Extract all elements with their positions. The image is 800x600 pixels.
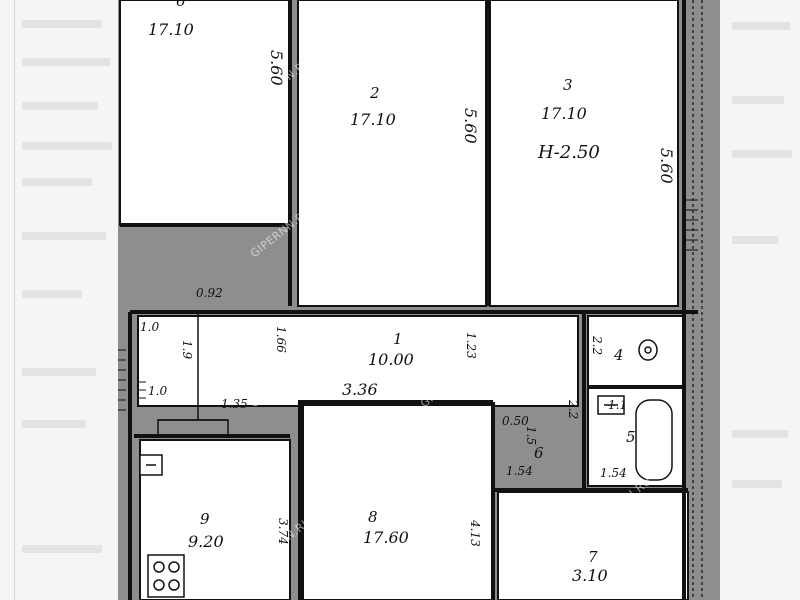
- faded-text: [22, 58, 110, 66]
- faded-text: [22, 232, 106, 240]
- room-7-fill: [497, 491, 689, 600]
- closet-dim-1-0-bottom: 1.0: [148, 384, 168, 398]
- room-4-dim: 2.2: [590, 336, 604, 356]
- floor-plan-walls: [118, 0, 703, 600]
- room-3-ceiling-height: H-2.50: [538, 142, 600, 163]
- room-3-length: 5.60: [657, 148, 676, 184]
- faded-text: [22, 290, 82, 298]
- faded-text: [732, 430, 788, 438]
- room-2-area: 17.10: [350, 110, 396, 129]
- faded-text: [22, 102, 98, 110]
- room-6-fill: [119, 0, 291, 226]
- corridor-width-label: 0.92: [196, 286, 223, 300]
- room-9-number: 9: [200, 510, 210, 528]
- faded-text: [732, 22, 790, 30]
- room-1-length: 3.36: [342, 380, 378, 399]
- corridor-1-fill: [137, 315, 579, 407]
- room-6-length: 5.60: [267, 50, 286, 86]
- room-8-width: 4.13: [468, 520, 482, 547]
- room-2-number: 2: [370, 84, 380, 102]
- faded-text: [732, 96, 784, 104]
- room-6b-dim: 1.5: [524, 426, 538, 446]
- corridor-dim-1-23: 1.23: [464, 332, 478, 359]
- room-6-number: 6: [176, 0, 186, 10]
- faded-text: [22, 420, 86, 428]
- room-5-area: 1.54: [600, 466, 627, 480]
- document-right-margin: [720, 0, 800, 600]
- room-6b-area: 1.54: [506, 464, 533, 478]
- corridor-dim-1-35: 1.35: [221, 397, 248, 411]
- room-3-area: 17.10: [541, 104, 587, 123]
- closet-dim-1-0-top: 1.0: [140, 320, 160, 334]
- room-8-area: 17.60: [363, 528, 409, 547]
- closet-dim-1-9: 1.9: [180, 340, 194, 360]
- faded-text: [22, 545, 102, 553]
- toilet-dim: 1.1: [608, 398, 628, 412]
- room-5-number: 5: [626, 428, 636, 446]
- room-9-area: 9.20: [188, 532, 224, 551]
- room-7-area: 3.10: [572, 566, 608, 585]
- room-2-fill: [297, 0, 487, 307]
- room-3-number: 3: [563, 76, 573, 94]
- room-1-area: 10.00: [368, 350, 414, 369]
- room-4-fill: [587, 315, 685, 387]
- faded-rule: [14, 0, 15, 600]
- room-8-number: 8: [368, 508, 378, 526]
- faded-text: [732, 150, 792, 158]
- faded-text: [22, 368, 96, 376]
- faded-text: [732, 480, 782, 488]
- door-dim-0-50: 0.50: [502, 414, 529, 428]
- room-5-dim: 2.2: [566, 400, 580, 420]
- faded-text: [22, 20, 102, 28]
- room-9-length: 3.74: [276, 518, 290, 545]
- floor-plan: GIPERNN.RU GIPERNN.RU GIPERNN.RU GIPERNN…: [118, 0, 720, 600]
- room-6b-number: 6: [534, 444, 544, 462]
- room-1-number: 1: [393, 330, 403, 348]
- corridor-dim-1-66: 1.66: [274, 326, 288, 353]
- room-2-length: 5.60: [461, 108, 480, 144]
- faded-text: [22, 142, 112, 150]
- room-7-number: 7: [588, 548, 598, 566]
- room-8-fill: [302, 404, 494, 600]
- faded-text: [732, 236, 778, 244]
- room-4-number: 4: [614, 346, 624, 364]
- room-6-area: 17.10: [148, 20, 194, 39]
- document-left-margin: [0, 0, 118, 600]
- faded-text: [22, 178, 92, 186]
